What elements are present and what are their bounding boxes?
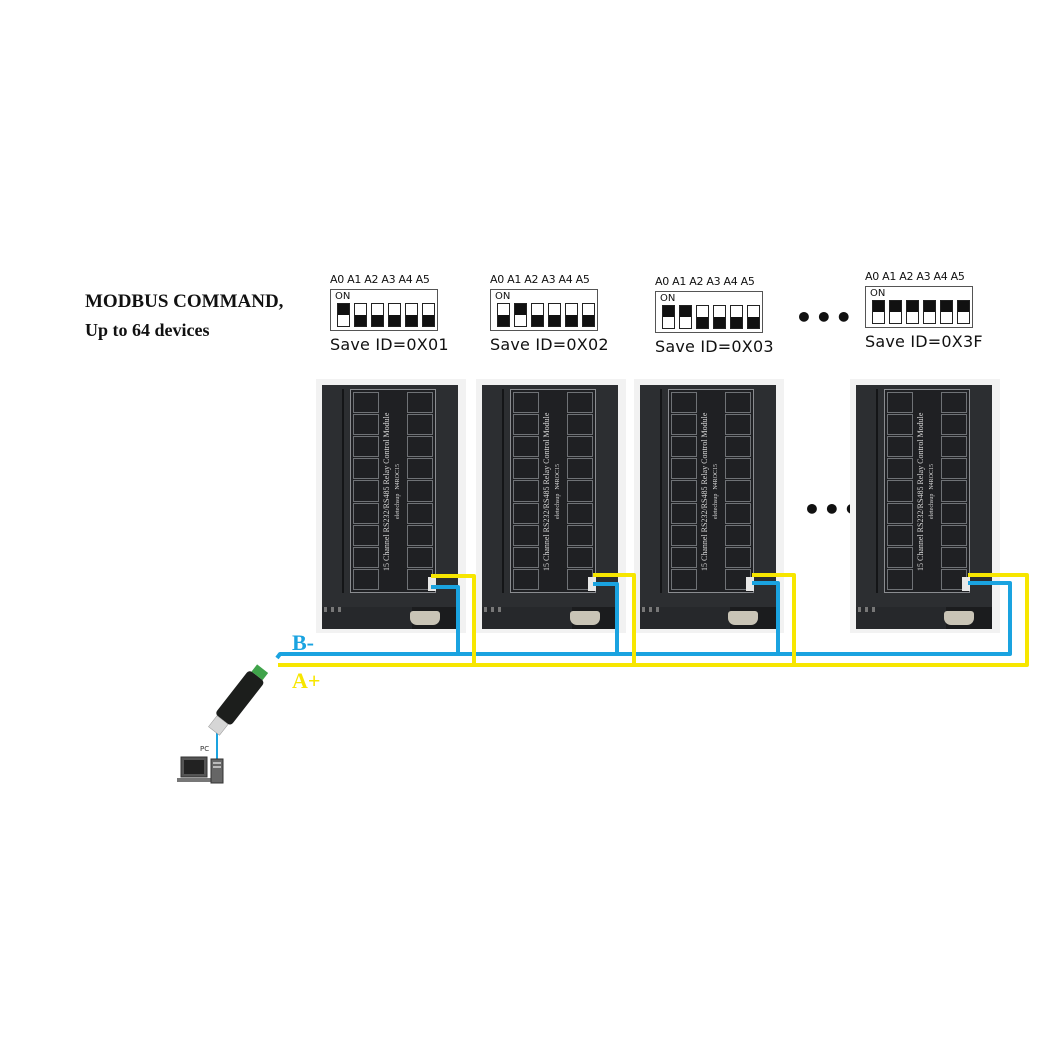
pc-label: PC: [200, 745, 210, 753]
switch-a2: [371, 303, 384, 327]
switch-a3: [388, 303, 401, 327]
usb-rs485-adapter: [208, 664, 269, 736]
relay-module-2: 15 Channel RS232/RS485 Relay Control Mod…: [476, 379, 626, 633]
relay-module-4: 15 Channel RS232/RS485 Relay Control Mod…: [850, 379, 1000, 633]
diagram-title: MODBUS COMMAND, Up to 64 devices: [85, 290, 283, 342]
rs485-terminal: [746, 577, 754, 591]
switch-a1: [514, 303, 527, 327]
switch-a3: [548, 303, 561, 327]
terminal-panel: 15 Channel RS232/RS485 Relay Control Mod…: [510, 389, 596, 593]
db9-connector: [728, 611, 758, 625]
rs485-terminal: [428, 577, 436, 591]
terminal-panel: 15 Channel RS232/RS485 Relay Control Mod…: [350, 389, 436, 593]
switch-a0: [497, 303, 510, 327]
title-line-2: Up to 64 devices: [85, 320, 210, 340]
more-devices-ellipsis: •••: [795, 301, 855, 334]
a-plus-label: A+: [292, 668, 321, 693]
relay-module-3: 15 Channel RS232/RS485 Relay Control Mod…: [634, 379, 784, 633]
b-minus-label: B-: [292, 630, 314, 655]
on-label: ON: [660, 293, 676, 304]
switch-a5: [747, 305, 760, 329]
pc-icon: [177, 756, 224, 784]
switch-a2: [531, 303, 544, 327]
relay-module-1: 15 Channel RS232/RS485 Relay Control Mod…: [316, 379, 466, 633]
terminal-panel: 15 Channel RS232/RS485 Relay Control Mod…: [668, 389, 754, 593]
pin-labels: A0 A1 A2 A3 A4 A5: [330, 273, 430, 286]
switch-a2: [906, 300, 919, 324]
on-label: ON: [495, 291, 511, 302]
switch-a0: [337, 303, 350, 327]
db9-connector: [944, 611, 974, 625]
dip-switch-body: ON: [330, 289, 438, 331]
switch-a0: [872, 300, 885, 324]
dip-switch-body: ON: [490, 289, 598, 331]
dip-switch-0x01: A0 A1 A2 A3 A4 A5 ON Save ID=0X01: [330, 273, 449, 354]
save-id-caption: Save ID=0X03: [655, 337, 774, 356]
switch-a5: [957, 300, 970, 324]
title-line-1: MODBUS COMMAND,: [85, 291, 284, 312]
terminal-panel: 15 Channel RS232/RS485 Relay Control Mod…: [884, 389, 970, 593]
dip-switch-0x03: A0 A1 A2 A3 A4 A5 ON Save ID=0X03: [655, 275, 774, 356]
switch-a3: [713, 305, 726, 329]
dip-switch-body: ON: [865, 286, 973, 328]
switch-a4: [405, 303, 418, 327]
pin-labels: A0 A1 A2 A3 A4 A5: [490, 273, 590, 286]
switch-a2: [696, 305, 709, 329]
save-id-caption: Save ID=0X02: [490, 335, 609, 354]
switch-a5: [422, 303, 435, 327]
vent-slots: [484, 607, 501, 612]
save-id-caption: Save ID=0X3F: [865, 332, 983, 351]
a-plus-wire: [278, 573, 1029, 667]
vent-slots: [858, 607, 875, 612]
dip-switch-body: ON: [655, 291, 763, 333]
vent-slots: [324, 607, 341, 612]
db9-connector: [410, 611, 440, 625]
dip-switch-0x02: A0 A1 A2 A3 A4 A5 ON Save ID=0X02: [490, 273, 609, 354]
switch-a1: [889, 300, 902, 324]
b-minus-wire: [275, 581, 1012, 660]
db9-connector: [570, 611, 600, 625]
rs485-terminal: [962, 577, 970, 591]
save-id-caption: Save ID=0X01: [330, 335, 449, 354]
switch-a4: [565, 303, 578, 327]
vent-slots: [642, 607, 659, 612]
switch-a4: [940, 300, 953, 324]
switch-a1: [679, 305, 692, 329]
on-label: ON: [870, 288, 886, 299]
rs485-terminal: [588, 577, 596, 591]
pin-labels: A0 A1 A2 A3 A4 A5: [655, 275, 755, 288]
on-label: ON: [335, 291, 351, 302]
dip-switch-0x3f: A0 A1 A2 A3 A4 A5 ON Save ID=0X3F: [865, 270, 983, 351]
switch-a5: [582, 303, 595, 327]
pin-labels: A0 A1 A2 A3 A4 A5: [865, 270, 965, 283]
switch-a0: [662, 305, 675, 329]
switch-a3: [923, 300, 936, 324]
switch-a4: [730, 305, 743, 329]
switch-a1: [354, 303, 367, 327]
